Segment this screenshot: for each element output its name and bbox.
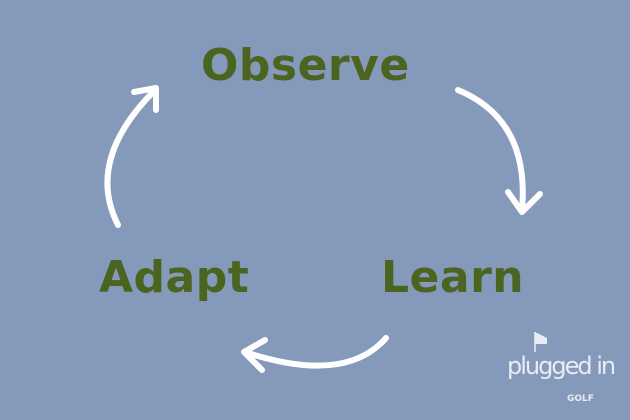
logo-wordmark: plugged in — [507, 352, 616, 380]
arrow-adapt-to-observe — [104, 85, 159, 228]
step-adapt: Adapt — [99, 252, 250, 303]
arrow-observe-to-learn — [455, 87, 543, 215]
arrow-learn-to-adapt — [241, 335, 389, 373]
flag-icon — [534, 332, 547, 352]
plugged-in-golf-logo: plugged in GOLF — [505, 330, 630, 418]
logo-subtitle: GOLF — [567, 394, 594, 404]
step-observe: Observe — [201, 40, 410, 91]
step-learn: Learn — [381, 252, 525, 303]
